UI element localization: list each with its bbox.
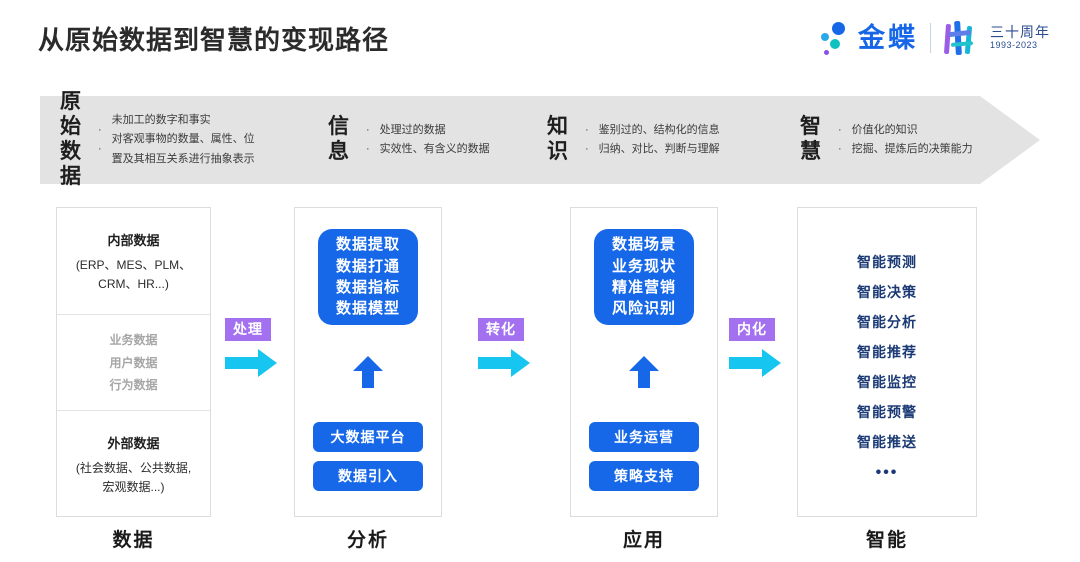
column-card-intelligence	[797, 207, 977, 517]
stage-bullet-dots: ··	[838, 123, 842, 155]
bigdata-platform-pill[interactable]: 大数据平台	[313, 422, 423, 452]
page-title: 从原始数据到智慧的变现路径	[38, 25, 390, 55]
panel-line: 数据打通	[335, 257, 400, 275]
stage-bullet-text: 处理过的数据 实效性、有含义的数据	[379, 123, 490, 155]
anniversary-years: 1993-2023	[990, 39, 1038, 50]
stage-name: 信 息	[328, 115, 350, 163]
column-footer-analysis: 分析	[346, 530, 389, 551]
panel-line: 业务现状	[611, 257, 676, 275]
brand-logo: 金蝶 三十周年 1993-2023	[818, 16, 1050, 60]
strategy-support-pill[interactable]: 策略支持	[589, 461, 699, 491]
banner-arrow-shape	[40, 96, 1040, 184]
data-types-section: 业务数据 用户数据 行为数据	[57, 314, 210, 411]
list-item: 智能预测	[857, 254, 917, 270]
internal-data-section: 内部数据 (ERP、MES、PLM、 CRM、HR...)	[57, 208, 210, 314]
data-ingest-pill[interactable]: 数据引入	[313, 461, 423, 491]
stage-name: 知 识	[547, 115, 569, 163]
column-footer-intelligence: 智能	[865, 530, 908, 551]
anniversary-mark-icon	[943, 20, 983, 56]
connector-label: 内化	[729, 318, 775, 341]
connector-label: 处理	[225, 318, 271, 341]
up-arrow-icon	[353, 356, 383, 388]
list-item: 智能预警	[857, 404, 917, 420]
external-data-section: 外部数据 (社会数据、公共数据, 宏观数据...)	[57, 411, 210, 517]
panel-line: 风险识别	[611, 300, 676, 318]
list-item: 智能监控	[857, 374, 917, 390]
stage-bullet-dots: ··	[98, 123, 102, 155]
column-card-data: 内部数据 (ERP、MES、PLM、 CRM、HR...) 业务数据 用户数据 …	[56, 207, 211, 517]
connector-internalize: 内化	[729, 318, 781, 378]
business-operations-pill[interactable]: 业务运营	[589, 422, 699, 452]
stage-name: 智 慧	[800, 115, 822, 163]
application-scenario-panel[interactable]: 数据场景 业务现状 精准营销 风险识别	[594, 229, 694, 325]
stage-bullet-dots: ··	[585, 123, 589, 155]
panel-line: 数据提取	[335, 236, 400, 254]
internal-data-subtitle: (ERP、MES、PLM、 CRM、HR...)	[75, 258, 192, 292]
stage-bullet-text: 鉴别过的、结构化的信息 归纳、对比、判断与理解	[598, 123, 720, 155]
list-item: 用户数据	[109, 355, 158, 370]
banner-stage-wisdom: 智 慧 ·· 价值化的知识 挖掘、提炼后的决策能力	[800, 96, 973, 184]
list-item: 智能分析	[857, 314, 917, 330]
banner-stage-knowledge: 知 识 ·· 鉴别过的、结构化的信息 归纳、对比、判断与理解	[547, 96, 720, 184]
list-item: 行为数据	[109, 377, 158, 392]
stage-bullet-dots: ··	[366, 123, 370, 155]
list-item: 智能推送	[857, 434, 917, 450]
analysis-capability-panel[interactable]: 数据提取 数据打通 数据指标 数据模型	[318, 229, 418, 325]
external-data-title: 外部数据	[107, 435, 160, 451]
panel-line: 数据场景	[611, 236, 676, 254]
external-data-subtitle: (社会数据、公共数据, 宏观数据...)	[75, 460, 192, 495]
stage-name: 原始 数据	[60, 90, 82, 188]
list-item: 业务数据	[109, 333, 158, 348]
panel-line: 数据模型	[335, 300, 400, 318]
internal-data-title: 内部数据	[107, 233, 160, 248]
stage-bullet-text: 价值化的知识 挖掘、提炼后的决策能力	[851, 123, 973, 155]
right-arrow-icon	[478, 348, 530, 378]
list-item: 智能推荐	[857, 344, 917, 360]
panel-line: 数据指标	[335, 279, 400, 296]
brand-name: 金蝶	[858, 22, 918, 53]
kingdee-dots-icon	[818, 20, 852, 56]
panel-line: 精准营销	[611, 279, 676, 296]
right-arrow-icon	[225, 348, 277, 378]
stage-bullet-text: 未加工的数字和事实 对客观事物的数量、属性、位 置及其相互关系进行抽象表示	[111, 114, 255, 165]
anniversary-label: 三十周年	[990, 24, 1050, 41]
list-ellipsis: •••	[875, 464, 899, 481]
intelligence-capability-list: 智能预测 智能决策 智能分析 智能推荐 智能监控 智能预警 智能推送 •••	[797, 255, 977, 481]
list-item: 智能决策	[857, 284, 917, 300]
banner-stage-raw-data: 原始 数据 ·· 未加工的数字和事实 对客观事物的数量、属性、位 置及其相互关系…	[60, 90, 255, 187]
banner-stage-information: 信 息 ·· 处理过的数据 实效性、有含义的数据	[328, 96, 490, 184]
column-footer-application: 应用	[622, 530, 665, 551]
connector-process: 处理	[225, 318, 277, 378]
column-footer-data: 数据	[112, 530, 155, 551]
up-arrow-icon	[629, 356, 659, 388]
connector-transform: 转化	[478, 318, 530, 378]
connector-label: 转化	[478, 318, 524, 341]
logo-divider	[930, 23, 931, 53]
right-arrow-icon	[729, 348, 781, 378]
anniversary-text: 三十周年 1993-2023	[990, 24, 1050, 50]
stage-banner: 原始 数据 ·· 未加工的数字和事实 对客观事物的数量、属性、位 置及其相互关系…	[40, 90, 1040, 188]
